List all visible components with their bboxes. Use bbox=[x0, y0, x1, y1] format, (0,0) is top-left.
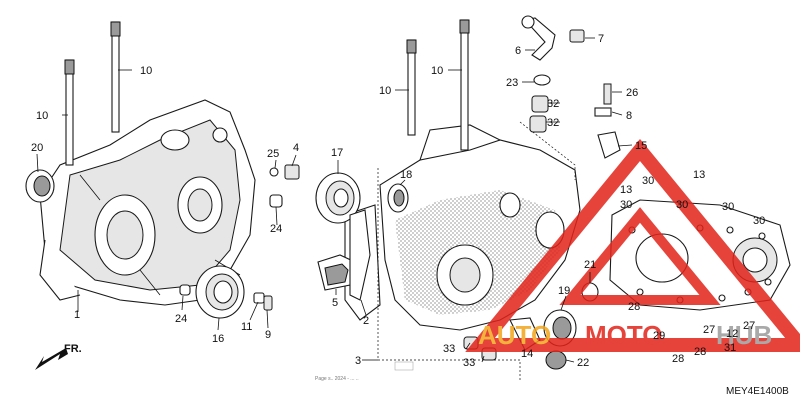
callout-2: 2 bbox=[363, 315, 369, 327]
callout-10-d: 10 bbox=[431, 65, 443, 77]
callout-13-b: 13 bbox=[693, 169, 705, 181]
callout-15: 15 bbox=[635, 140, 647, 152]
watermark-triangle-inner bbox=[559, 207, 721, 305]
reference-outline bbox=[377, 168, 521, 380]
oil-seal-left bbox=[25, 169, 55, 203]
callout-18: 18 bbox=[400, 169, 412, 181]
right-crankcase-half bbox=[344, 124, 581, 331]
callout-27-a: 27 bbox=[703, 324, 715, 336]
callout-30-c: 30 bbox=[676, 199, 688, 211]
callout-30-a: 30 bbox=[642, 175, 654, 187]
bearing-center bbox=[315, 172, 361, 224]
gasket bbox=[349, 209, 371, 301]
callout-29: 29 bbox=[653, 330, 665, 342]
callout-4: 4 bbox=[293, 142, 299, 154]
bearing-left bbox=[195, 265, 245, 319]
diagram-code: MEY4E1400B bbox=[726, 386, 789, 397]
footnote: Page s.. 2024 - ... .. bbox=[315, 376, 359, 382]
callout-28-a: 28 bbox=[628, 301, 640, 313]
callout-22: 22 bbox=[577, 357, 589, 369]
callout-11: 11 bbox=[241, 321, 252, 333]
callout-30-d: 30 bbox=[722, 201, 734, 213]
callout-17: 17 bbox=[331, 147, 343, 159]
callout-31: 31 bbox=[724, 342, 736, 354]
left-crankcase-half bbox=[39, 99, 256, 306]
callout-6: 6 bbox=[515, 45, 521, 57]
callout-20: 20 bbox=[31, 142, 43, 154]
callout-32-a: 32 bbox=[547, 98, 559, 110]
callout-24-a: 24 bbox=[270, 223, 282, 235]
callout-16: 16 bbox=[212, 333, 224, 345]
callout-26: 26 bbox=[626, 87, 638, 99]
callout-23: 23 bbox=[506, 77, 518, 89]
callout-30-b: 30 bbox=[620, 199, 632, 211]
callout-21: 21 bbox=[584, 259, 596, 271]
callout-8: 8 bbox=[626, 110, 632, 122]
automotohub-watermark: AUTO MOTO HUB bbox=[465, 138, 800, 352]
watermark-text-moto: MOTO bbox=[585, 320, 663, 350]
direction-label: FR. bbox=[64, 343, 82, 355]
callout-28-c: 28 bbox=[694, 346, 706, 358]
watermark-triangle-outer bbox=[465, 138, 800, 352]
callout-9: 9 bbox=[265, 329, 271, 341]
shift-parts-upper bbox=[521, 15, 621, 159]
small-fittings-left bbox=[179, 164, 300, 311]
reference-outline-upper bbox=[519, 121, 576, 180]
callout-10-a: 10 bbox=[140, 65, 152, 77]
callout-1: 1 bbox=[74, 309, 80, 321]
callout-10-b: 10 bbox=[36, 110, 48, 122]
callout-24-b: 24 bbox=[175, 313, 187, 325]
callout-5: 5 bbox=[332, 297, 338, 309]
stud-bolts-center bbox=[406, 19, 470, 151]
copyright-box bbox=[394, 361, 414, 371]
oil-strainer bbox=[317, 254, 356, 291]
callout-numbers: 1 2 3 4 5 6 7 8 9 10 10 10 10 11 12 13 1… bbox=[31, 33, 765, 369]
callout-32-b: 32 bbox=[547, 117, 559, 129]
leader-lines bbox=[36, 37, 633, 363]
callout-27-b: 27 bbox=[743, 320, 755, 332]
callout-33-b: 33 bbox=[463, 357, 475, 369]
callout-12: 12 bbox=[726, 328, 738, 340]
stud-bolts-left bbox=[64, 21, 121, 166]
callout-14: 14 bbox=[521, 348, 533, 360]
callout-19: 19 bbox=[558, 285, 570, 297]
callout-7: 7 bbox=[598, 33, 604, 45]
callout-33-a: 33 bbox=[443, 343, 455, 355]
callout-13-a: 13 bbox=[620, 184, 632, 196]
watermark-text-auto: AUTO bbox=[478, 320, 551, 350]
front-direction-arrow bbox=[35, 348, 68, 370]
callout-30-e: 30 bbox=[753, 215, 765, 227]
watermark-text-hub: HUB bbox=[716, 320, 772, 350]
callout-3: 3 bbox=[355, 355, 361, 367]
oil-seal-center bbox=[387, 183, 409, 213]
callout-28-b: 28 bbox=[672, 353, 684, 365]
callout-10-c: 10 bbox=[379, 85, 391, 97]
callout-25: 25 bbox=[267, 148, 279, 160]
